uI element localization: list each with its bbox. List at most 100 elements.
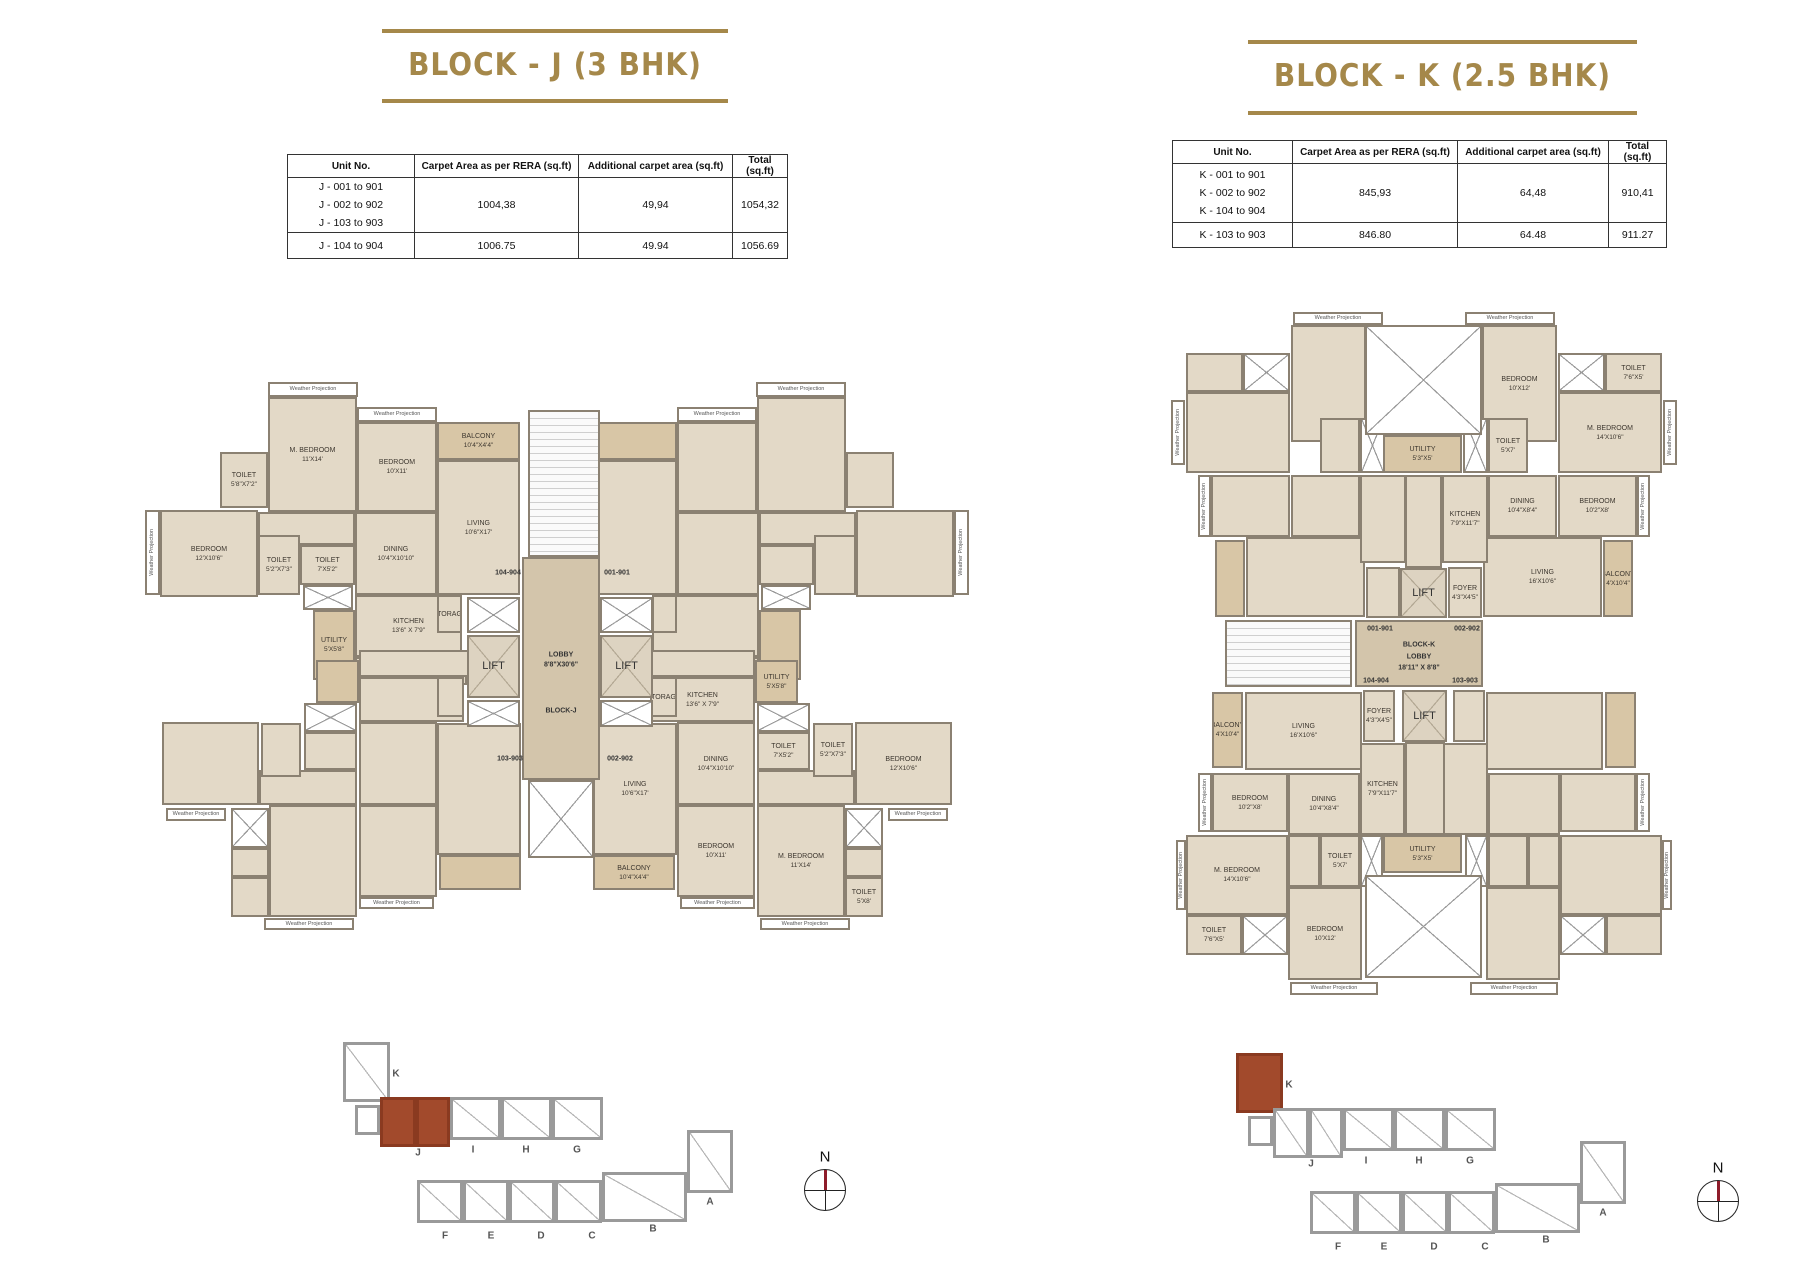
lobby-label: LOBBY: [548, 651, 574, 659]
unit-103-toilet: [261, 723, 301, 777]
room-name: FOYER: [1452, 584, 1478, 592]
unit-001-storage: [652, 595, 677, 633]
room-label: Weather Projection: [777, 386, 825, 392]
room-name: LIVING: [623, 781, 647, 788]
room-size: 5'3"X5': [1412, 855, 1433, 862]
plan-wp: Weather Projection: [359, 897, 434, 909]
unit-103-dining: [1488, 773, 1560, 835]
room-name: STORAGE: [437, 610, 462, 618]
key-plan-open-space: [355, 1105, 380, 1135]
unit-002-storage: STORAGE: [650, 677, 677, 717]
unit-103-dining: [359, 722, 437, 805]
room-name: BEDROOM: [1501, 375, 1538, 383]
header-carpet-area: Carpet Area as per RERA (sq.ft): [414, 154, 579, 178]
unit-range: J - 001 to 901: [318, 181, 384, 193]
room-size: 10'2"X8': [1585, 507, 1610, 514]
room-size: 7'X5'2": [773, 752, 794, 759]
total-cell: 1056.69: [732, 232, 788, 259]
room-name: TOILET: [851, 889, 877, 896]
block-label: BLOCK-K: [1402, 641, 1436, 649]
room-size: 7'9"X11'7": [1450, 520, 1480, 527]
room-size: 14'X10'6": [1596, 433, 1624, 441]
room-name: UTILITY: [320, 637, 348, 644]
key-plan-block-e: [1356, 1191, 1402, 1234]
room-size: 10'2"X8': [1238, 803, 1262, 811]
key-plan-open-space: [1248, 1116, 1273, 1146]
key-plan-label: D: [1430, 1241, 1438, 1253]
lift: LIFT: [1400, 568, 1447, 618]
unit-001-living: [1246, 537, 1365, 617]
unit-103-toilet: [231, 877, 269, 917]
key-plan-label: C: [1481, 1241, 1489, 1253]
unit-number-label: 002-902: [1454, 625, 1480, 633]
plan-wpv: Weather Projection: [1636, 773, 1650, 832]
unit-number-label: 104-904: [495, 569, 521, 577]
room-name: DINING: [383, 545, 409, 553]
unit-104-shaft: [1242, 915, 1288, 955]
key-plan-block-i: [1343, 1108, 1394, 1151]
title-rule-bottom-j: [382, 99, 728, 103]
room-size: 10'6"X17': [464, 528, 493, 536]
plan-wpv: Weather Projection: [1176, 840, 1186, 910]
room-size: 5'8"X7'2": [231, 481, 257, 488]
lobby: [1355, 620, 1483, 687]
unit-103-toilet: [304, 732, 357, 770]
room-label: Weather Projection: [1666, 409, 1673, 456]
unit-range: J - 002 to 902: [318, 199, 384, 211]
plan-wp: Weather Projection: [677, 407, 757, 422]
room-size: 5'2"X7'3": [266, 566, 292, 573]
unit-104-storage: STORAGE: [437, 595, 462, 633]
key-plan-block-j: [1309, 1108, 1343, 1158]
open-duct: [528, 780, 594, 858]
room-name: LIVING: [467, 519, 490, 527]
plan-wp: Weather Projection: [888, 808, 948, 821]
unit-103-utility: [316, 660, 359, 703]
room-name: BALCONY: [1212, 722, 1243, 729]
room-name: DINING: [1510, 498, 1535, 505]
room-size: 10'X12': [1508, 384, 1531, 392]
lift-right: LIFT: [600, 635, 653, 698]
key-plan-label: B: [1542, 1234, 1550, 1246]
key-plan-block-a: [1580, 1141, 1626, 1204]
room-size: 16'X10'6": [1528, 578, 1557, 585]
room-name: M. BEDROOM: [289, 446, 336, 454]
additional-cell: 49.94: [578, 232, 733, 259]
room-name: BEDROOM: [697, 843, 735, 850]
unit-103-shaft: [1465, 835, 1488, 887]
additional-cell: 49,94: [578, 177, 733, 233]
room-size: 14'X10'6": [1223, 876, 1251, 883]
room-name: TOILET: [1495, 437, 1521, 445]
plan-wp: Weather Projection: [264, 918, 354, 930]
key-plan-label: F: [1334, 1241, 1342, 1253]
unit-001-bedroom: [1211, 475, 1290, 537]
unit-001-shaft: [761, 585, 811, 610]
block-j-area-table: Unit No. Carpet Area as per RERA (sq.ft)…: [287, 154, 788, 259]
unit-001-toilet: [1320, 418, 1360, 473]
room-name: STORAGE: [651, 693, 676, 701]
unit-103-m-bedroom: [1560, 835, 1662, 915]
room-size: 13'6" X 7'9": [391, 627, 426, 634]
room-size: 10'4"X10'10": [697, 764, 735, 772]
lift-left: LIFT: [467, 635, 520, 698]
plan-wp: Weather Projection: [1290, 982, 1378, 995]
unit-103-balcony: [439, 855, 521, 890]
total-cell: 1054,32: [732, 177, 788, 233]
plan-wpv: Weather Projection: [954, 510, 969, 595]
unit-cell: J - 001 to 901 J - 002 to 902 J - 103 to…: [287, 177, 415, 233]
north-compass-icon: [1697, 1180, 1739, 1222]
unit-number-label: 001-901: [604, 569, 630, 577]
room-name: BEDROOM: [1306, 925, 1344, 933]
room-name: TOILET: [1201, 927, 1227, 934]
unit-001-bedroom: [677, 422, 757, 512]
room-label: Weather Projection: [1663, 851, 1670, 899]
room-size: 7'6"X5': [1623, 373, 1644, 381]
room-name: BEDROOM: [1231, 794, 1269, 802]
